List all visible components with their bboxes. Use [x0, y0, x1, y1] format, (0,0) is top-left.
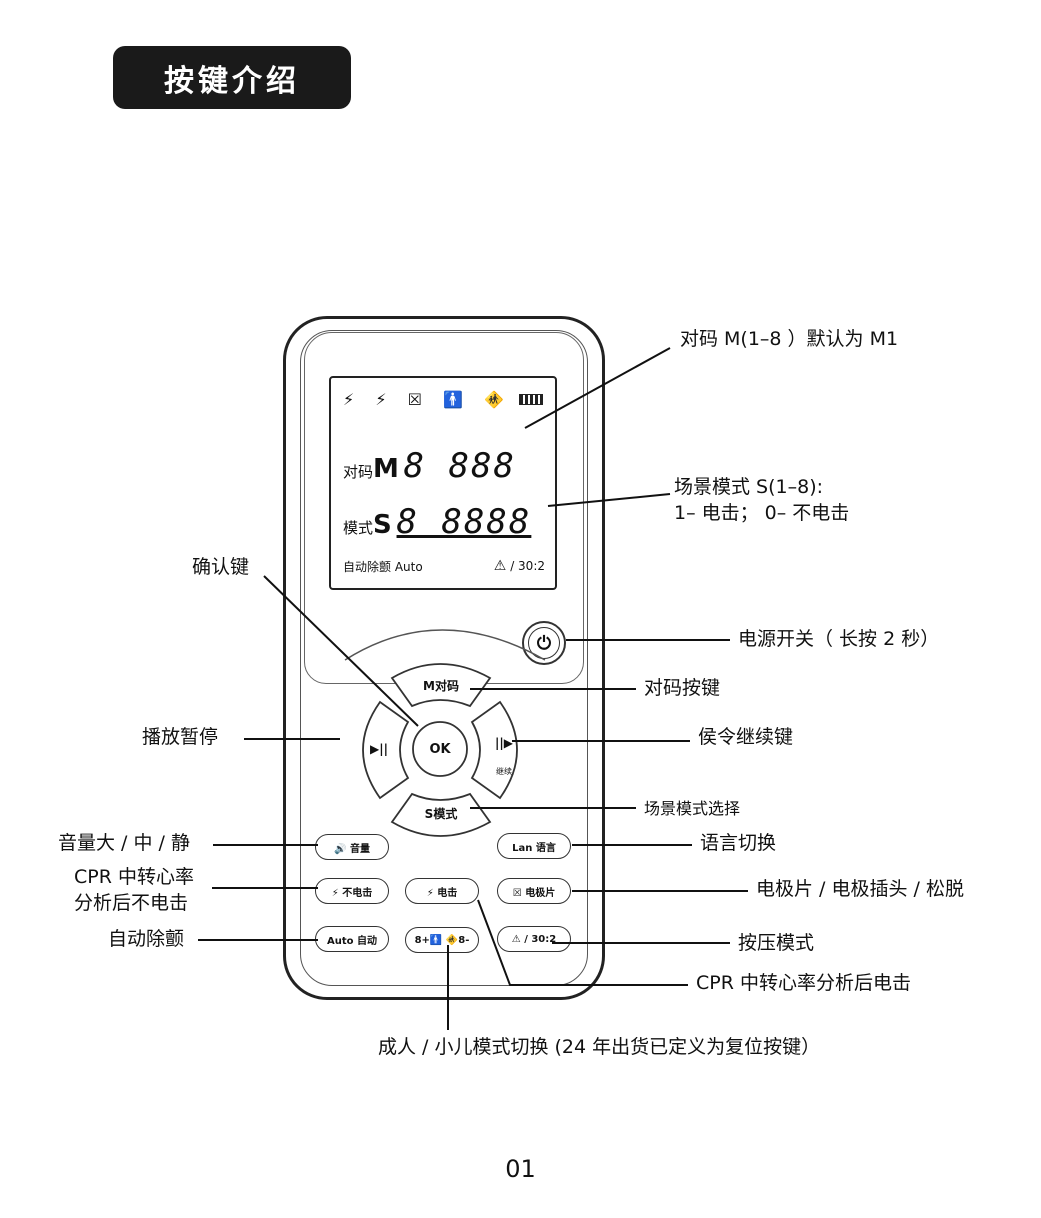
remote-inner-frame [300, 330, 588, 986]
lcd-status-icons: ⚡ ⚡ ☒ 🚹 🚸 [343, 390, 512, 409]
lcd-mode-digits: 8 8888 [396, 502, 532, 542]
label-standby: 侯令继续键 [698, 726, 794, 748]
label-language: 语言切换 [700, 832, 777, 854]
lcd-mode-letter: S [373, 510, 392, 540]
page-title: 按键介绍 [113, 46, 351, 109]
label-volume: 音量大 / 中 / 静 [58, 832, 190, 854]
continue-button[interactable]: ||▶ [495, 736, 513, 750]
label-scene-line1: 场景模式 S(1–8): [674, 476, 824, 498]
label-cpr-no-shock-1: CPR 中转心率 [74, 866, 194, 888]
press-icon: ⚠ [493, 558, 507, 574]
dpad-left-shape [362, 700, 410, 800]
label-adult-child: 成人 / 小儿模式切换 (24 年出货已定义为复位按键） [378, 1036, 821, 1058]
label-code-key: 对码按键 [644, 677, 721, 699]
label-cpr-shock: CPR 中转心率分析后电击 [696, 972, 911, 994]
auto-button[interactable]: Auto 自动 [315, 926, 389, 952]
lcd-display: ⚡ ⚡ ☒ 🚹 🚸 对码M 8 888 模式S 8 8888 自动除颤 Auto… [329, 376, 557, 590]
play-pause-button[interactable]: ▶|| [370, 742, 388, 756]
label-press-mode: 按压模式 [738, 932, 815, 954]
language-button[interactable]: Lan 语言 [497, 833, 571, 859]
ok-button[interactable]: OK [429, 741, 451, 757]
lcd-press-ratio: ⚠ / 30:2 [493, 558, 545, 574]
electrode-button[interactable]: ☒ 电极片 [497, 878, 571, 904]
label-power: 电源开关（ 长按 2 秒） [738, 628, 940, 650]
label-scene-line2: 1– 电击； 0– 不电击 [674, 502, 850, 524]
label-confirm: 确认键 [192, 556, 250, 578]
volume-button[interactable]: 🔊 音量 [315, 834, 389, 860]
label-scene-select: 场景模式选择 [644, 799, 741, 818]
continue-sub-label: 继续 [496, 766, 512, 776]
m-code-button[interactable]: M对码 [423, 678, 459, 693]
power-button[interactable]: ⏻ [522, 621, 566, 665]
page-number: 01 [505, 1155, 536, 1183]
power-icon: ⏻ [528, 627, 560, 659]
battery-icon [519, 394, 543, 405]
lcd-auto-label: 自动除颤 Auto [343, 560, 423, 574]
dpad-right-shape [470, 700, 518, 800]
dpad-top-shape [390, 663, 492, 708]
press-mode-button[interactable]: ⚠ / 30:2 [497, 926, 571, 952]
dpad-bottom-shape [390, 792, 492, 837]
no-shock-button[interactable]: ⚡ 不电击 [315, 878, 389, 904]
label-auto: 自动除颤 [108, 928, 185, 950]
s-mode-button[interactable]: S模式 [424, 806, 458, 821]
label-electrode: 电极片 / 电极插头 / 松脱 [756, 878, 964, 900]
ok-shape [412, 721, 468, 777]
lcd-code-label: 对码 [343, 463, 374, 481]
label-play-pause: 播放暂停 [142, 726, 219, 748]
lcd-code-letter: M [373, 454, 399, 484]
label-cpr-no-shock-2: 分析后不电击 [74, 892, 189, 914]
adult-child-button[interactable]: 8+🚹 🚸8- [405, 927, 479, 953]
lcd-code-digits: 8 888 [403, 446, 517, 486]
lcd-mode-label: 模式 [343, 519, 374, 537]
shock-button[interactable]: ⚡ 电击 [405, 878, 479, 904]
label-code-range: 对码 M(1–8 ）默认为 M1 [680, 328, 899, 350]
